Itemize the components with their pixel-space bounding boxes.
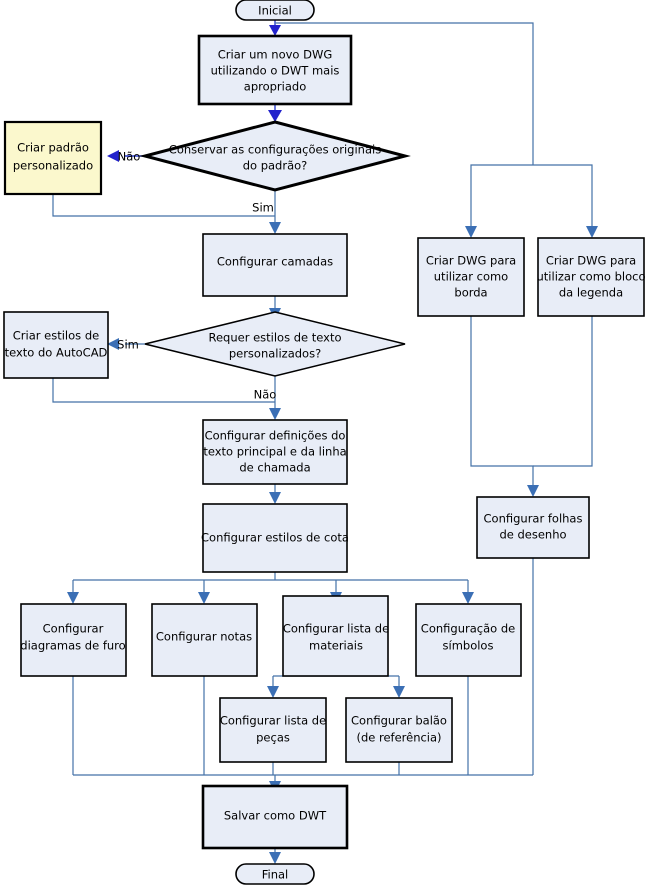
- config-text-defs-shape: [202, 419, 348, 485]
- node-dwg-border[interactable]: Criar DWG para utilizar como borda: [417, 237, 525, 317]
- arrow-to-notes: [198, 592, 210, 604]
- start-terminator-shape: [235, 0, 315, 21]
- edge-label-text-yes: Sim: [117, 338, 139, 352]
- node-custom-pattern[interactable]: Criar padrão personalizado: [3, 120, 103, 196]
- node-config-hole-charts[interactable]: Configurar diagramas de furo: [20, 603, 127, 677]
- node-config-layers[interactable]: Configurar camadas: [202, 233, 348, 297]
- end-terminator-shape: [235, 863, 315, 885]
- arrow-start-to-createdwg: [269, 25, 281, 36]
- arrow-to-config-textdefs: [269, 408, 281, 420]
- edge-textstyles-to-textdefs: [52, 378, 275, 403]
- arrow-decisiontext-yes: [107, 338, 119, 350]
- edge-labels: Não Sim Sim Não: [117, 150, 276, 402]
- node-config-balloon[interactable]: Configurar balão (de referência): [345, 697, 453, 763]
- node-config-parts-list[interactable]: Configurar lista de peças: [219, 697, 327, 763]
- config-parts-list-shape: [219, 697, 327, 763]
- arrow-to-config-layers: [269, 222, 281, 234]
- custom-pattern-shape: [3, 120, 103, 196]
- dwg-border-shape: [417, 237, 525, 317]
- arrow-to-config-sheets: [527, 485, 539, 497]
- config-bom-shape: [282, 595, 389, 677]
- config-balloon-shape: [345, 697, 453, 763]
- node-create-text-styles[interactable]: Criar estilos de texto do AutoCAD: [3, 311, 109, 379]
- edge-custom-to-layers: [52, 194, 275, 217]
- config-notes-shape: [151, 603, 258, 677]
- config-dim-styles-shape: [202, 503, 348, 573]
- node-decision-text-styles[interactable]: Requer estilos de texto personalizados?: [144, 311, 406, 377]
- edge-label-keep-yes: Sim: [252, 201, 274, 215]
- arrow-decision-no: [107, 150, 119, 162]
- node-config-text-definitions[interactable]: Configurar definições do texto principal…: [202, 419, 348, 485]
- arrow-to-dim-styles: [269, 492, 281, 504]
- node-dwg-legend[interactable]: Criar DWG para utilizar como bloco da le…: [537, 237, 646, 317]
- connectors: [52, 19, 598, 864]
- edge-label-keep-no: Não: [118, 150, 141, 164]
- create-dwg-shape: [197, 34, 353, 106]
- edge-label-text-no: Não: [254, 388, 277, 402]
- decision-text-shape: [144, 311, 406, 377]
- config-hole-charts-shape: [20, 603, 127, 677]
- edge-legend-to-sheets: [533, 316, 593, 467]
- save-dwt-shape: [201, 784, 349, 850]
- node-config-bom[interactable]: Configurar lista de materiais: [282, 595, 389, 677]
- node-start[interactable]: Inicial: [235, 0, 315, 21]
- node-config-dim-styles[interactable]: Configurar estilos de cota: [201, 503, 349, 573]
- dwg-legend-shape: [537, 237, 645, 317]
- create-text-styles-shape: [3, 311, 109, 379]
- decision-keep-shape: [139, 120, 411, 192]
- arrow-to-hole-charts: [67, 592, 79, 604]
- edge-rightbranch-to-border: [470, 164, 533, 228]
- edge-border-to-sheets: [470, 316, 534, 489]
- config-layers-shape: [202, 233, 348, 297]
- arrow-to-dwg-legend: [586, 226, 598, 238]
- node-save-dwt[interactable]: Salvar como DWT: [201, 784, 349, 850]
- arrow-to-balloon: [393, 686, 405, 698]
- node-config-sheets[interactable]: Configurar folhas de desenho: [476, 496, 590, 559]
- arrow-to-symbols: [462, 592, 474, 604]
- arrow-to-dwg-border: [465, 226, 477, 238]
- config-sheets-shape: [476, 496, 590, 559]
- node-config-notes[interactable]: Configurar notas: [151, 603, 258, 677]
- node-config-symbols[interactable]: Configuração de símbolos: [415, 603, 522, 677]
- arrow-createdwg-to-decision: [268, 110, 282, 122]
- arrow-to-final: [269, 852, 281, 864]
- edge-start-to-rightbranch: [275, 22, 534, 165]
- node-decision-keep-defaults[interactable]: Conservar as configurações originais do …: [139, 120, 411, 192]
- node-end[interactable]: Final: [235, 863, 315, 885]
- node-create-dwg[interactable]: Criar um novo DWG utilizando o DWT mais …: [197, 34, 353, 106]
- arrow-to-parts-list: [267, 686, 279, 698]
- edge-rightbranch-to-legend: [533, 164, 593, 228]
- config-symbols-shape: [415, 603, 522, 677]
